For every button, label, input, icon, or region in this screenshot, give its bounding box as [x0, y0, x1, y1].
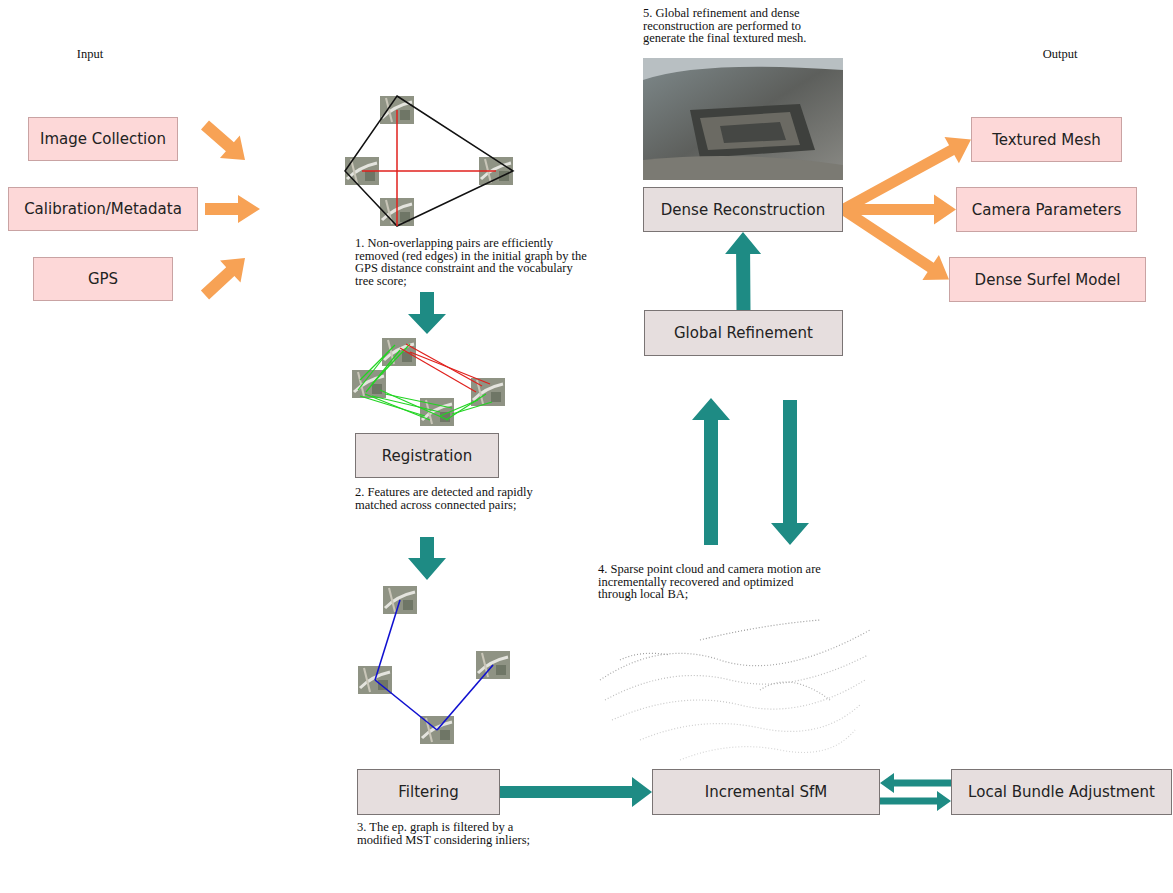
step-caption: 1. Non-overlapping pairs are efficiently…: [355, 237, 587, 287]
process-box: Dense Reconstruction: [643, 187, 843, 232]
box-label: Image Collection: [40, 130, 166, 148]
io-box: Image Collection: [28, 117, 178, 161]
flow-arrow: [771, 400, 809, 545]
box-label: Calibration/Metadata: [24, 200, 182, 218]
flow-arrow: [692, 398, 730, 545]
box-label: Dense Surfel Model: [975, 271, 1121, 289]
step-caption: 3. The ep. graph is filtered by a modifi…: [357, 821, 539, 846]
initial-graph: [345, 96, 513, 226]
box-label: Local Bundle Adjustment: [968, 783, 1155, 801]
process-box: Local Bundle Adjustment: [951, 769, 1172, 815]
box-label: Dense Reconstruction: [661, 201, 825, 219]
box-label: GPS: [88, 270, 118, 288]
box-label: Registration: [382, 447, 472, 465]
flow-arrow: [408, 537, 446, 580]
io-box: Camera Parameters: [956, 187, 1137, 232]
step-caption: 5. Global refinement and dense reconstru…: [643, 7, 823, 45]
flow-arrow: [880, 773, 951, 793]
box-label: Textured Mesh: [992, 131, 1101, 149]
flow-arrow: [500, 777, 652, 807]
textured-mesh-render: [643, 58, 843, 180]
input-arrow: [201, 258, 245, 299]
box-label: Global Refinement: [674, 324, 813, 342]
section-heading: Output: [1025, 48, 1095, 61]
flow-arrow: [840, 137, 971, 214]
io-box: Textured Mesh: [971, 117, 1122, 162]
io-box: Dense Surfel Model: [949, 257, 1146, 302]
process-box: Registration: [355, 433, 499, 478]
io-box: Calibration/Metadata: [8, 187, 198, 231]
section-heading: Input: [60, 48, 120, 61]
process-box: Filtering: [357, 769, 500, 815]
flow-arrow: [725, 232, 761, 310]
flow-arrow: [840, 205, 949, 280]
input-arrow: [201, 121, 245, 161]
io-box: GPS: [33, 257, 173, 301]
step-caption: 4. Sparse point cloud and camera motion …: [598, 563, 826, 601]
box-label: Filtering: [398, 783, 458, 801]
flow-arrow: [880, 791, 951, 811]
input-arrow: [205, 195, 260, 223]
process-box: Global Refinement: [644, 310, 843, 356]
step-caption: 2. Features are detected and rapidly mat…: [355, 486, 560, 511]
box-label: Camera Parameters: [972, 201, 1122, 219]
process-box: Incremental SfM: [652, 769, 880, 815]
filtered-graph: [358, 586, 510, 744]
feature-matches: [352, 338, 505, 426]
flow-arrow: [408, 292, 446, 334]
box-label: Incremental SfM: [705, 783, 827, 801]
sparse-point-cloud: [600, 620, 870, 760]
